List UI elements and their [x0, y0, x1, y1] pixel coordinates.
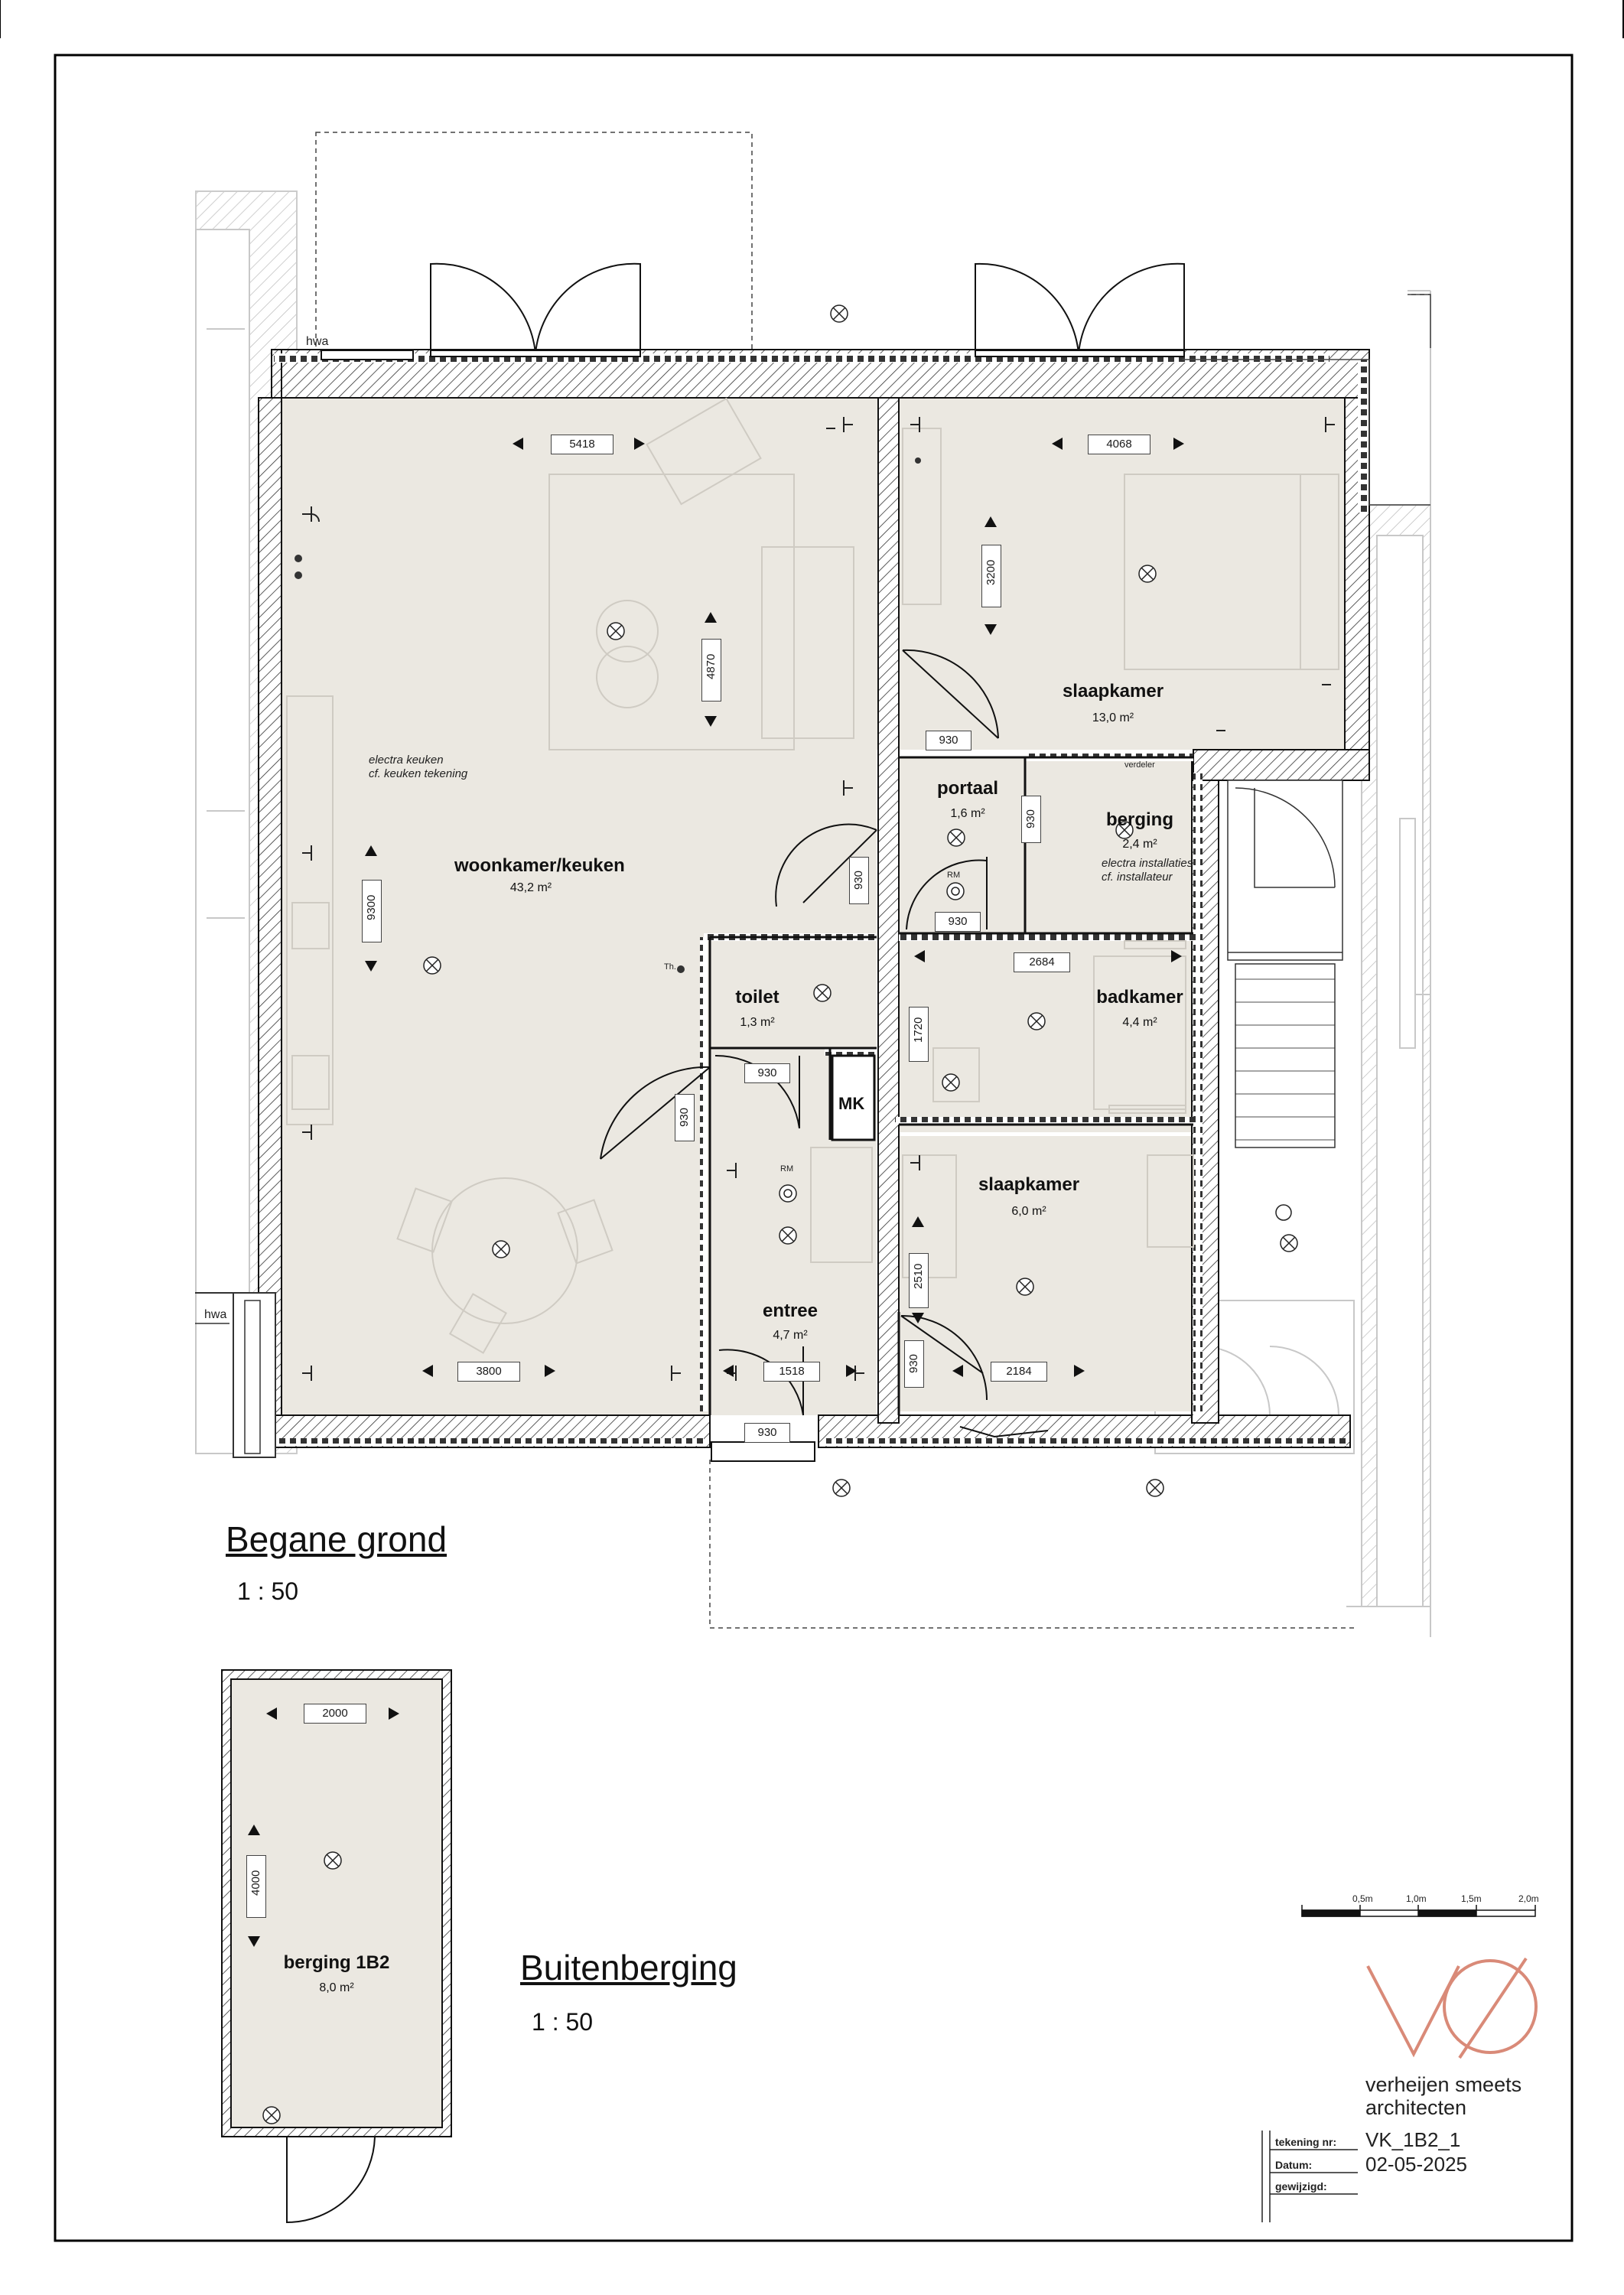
dimension-930-f: 930 — [1021, 796, 1041, 843]
room-area-portaal: 1,6 m² — [950, 807, 985, 820]
title-block-lines — [1261, 2131, 1358, 2222]
firm-name-line1: verheijen smeets — [1365, 2073, 1522, 2096]
rm-label-entree: RM — [780, 1164, 794, 1174]
dimension-930-e: 930 — [849, 857, 869, 904]
room-area-woonkamer: 43,2 m² — [509, 881, 552, 894]
dimension-930-a: 930 — [926, 731, 971, 750]
dimension-930-g: 930 — [675, 1094, 695, 1141]
dimension-4870: 4870 — [701, 639, 721, 702]
room-name-woonkamer: woonkamer/keuken — [454, 855, 625, 876]
dimension-2510: 2510 — [909, 1253, 929, 1308]
note-install-line1: electra installaties — [1102, 857, 1193, 870]
scale-buitenberging: 1 : 50 — [532, 2008, 594, 2036]
scalebar-label-2-0: 2,0m — [1518, 1893, 1539, 1904]
scalebar-label-1-0: 1,0m — [1406, 1893, 1427, 1904]
room-area-berging-1b2: 8,0 m² — [319, 1981, 354, 1994]
room-area-entree: 4,7 m² — [773, 1329, 808, 1342]
dimension-930-d: 930 — [744, 1423, 790, 1443]
firm-logo — [1366, 1957, 1538, 2059]
hwa-label-top: hwa — [306, 335, 329, 348]
room-area-berging: 2,4 m² — [1122, 838, 1157, 851]
thermostat-label: Th. — [664, 962, 676, 972]
dimension-3800: 3800 — [457, 1362, 520, 1382]
dimension-930-c: 930 — [744, 1063, 790, 1083]
dimension-4068: 4068 — [1088, 435, 1150, 454]
note-keuken-line2: cf. keuken tekening — [369, 767, 468, 780]
rm-label-portaal: RM — [947, 871, 961, 880]
room-name-toilet: toilet — [735, 987, 779, 1008]
title-buitenberging: Buitenberging — [520, 1948, 737, 1987]
room-area-toilet: 1,3 m² — [740, 1016, 775, 1029]
dimension-3200: 3200 — [981, 545, 1001, 607]
dimension-5418: 5418 — [551, 435, 613, 454]
dimension-930-b: 930 — [935, 912, 981, 932]
scalebar-label-1-5: 1,5m — [1461, 1893, 1482, 1904]
room-area-slaapkamer-2: 6,0 m² — [1011, 1205, 1046, 1218]
firm-name-line2: architecten — [1365, 2096, 1467, 2119]
room-name-portaal: portaal — [936, 778, 998, 799]
meter-cupboard-label: MK — [838, 1094, 865, 1113]
note-install-line2: cf. installateur — [1102, 871, 1173, 884]
room-name-entree: entree — [762, 1300, 819, 1321]
note-keuken-line1: electra keuken — [369, 754, 444, 767]
scalebar-label-0-5: 0,5m — [1352, 1893, 1373, 1904]
value-datum: 02-05-2025 — [1365, 2153, 1467, 2176]
room-name-slaapkamer-2: slaapkamer — [978, 1174, 1080, 1195]
dimension-4000: 4000 — [246, 1855, 266, 1918]
room-name-badkamer: badkamer — [1096, 987, 1183, 1008]
scale-bar — [1301, 1905, 1536, 1917]
label-datum: Datum: — [1275, 2159, 1313, 2171]
room-area-slaapkamer-1: 13,0 m² — [1092, 711, 1134, 724]
title-begane-grond: Begane grond — [226, 1519, 447, 1559]
room-area-badkamer: 4,4 m² — [1122, 1016, 1157, 1029]
dimension-2684: 2684 — [1014, 952, 1070, 972]
hwa-label-left: hwa — [204, 1308, 227, 1321]
verdeler-label: verdeler — [1124, 760, 1155, 770]
label-tekening-nr: tekening nr: — [1275, 2136, 1337, 2148]
room-name-berging: berging — [1106, 809, 1173, 830]
dimension-930-h: 930 — [904, 1340, 924, 1388]
label-gewijzigd: gewijzigd: — [1275, 2180, 1327, 2192]
dimension-2000: 2000 — [304, 1704, 366, 1724]
dimension-1720: 1720 — [909, 1007, 929, 1062]
dimension-1518: 1518 — [763, 1362, 820, 1382]
value-tekening-nr: VK_1B2_1 — [1365, 2128, 1461, 2151]
dimension-2184: 2184 — [991, 1362, 1047, 1382]
room-name-berging-1b2: berging 1B2 — [283, 1952, 390, 1973]
room-name-slaapkamer-1: slaapkamer — [1062, 681, 1164, 702]
scale-begane-grond: 1 : 50 — [237, 1577, 299, 1605]
dimension-9300: 9300 — [362, 880, 382, 942]
